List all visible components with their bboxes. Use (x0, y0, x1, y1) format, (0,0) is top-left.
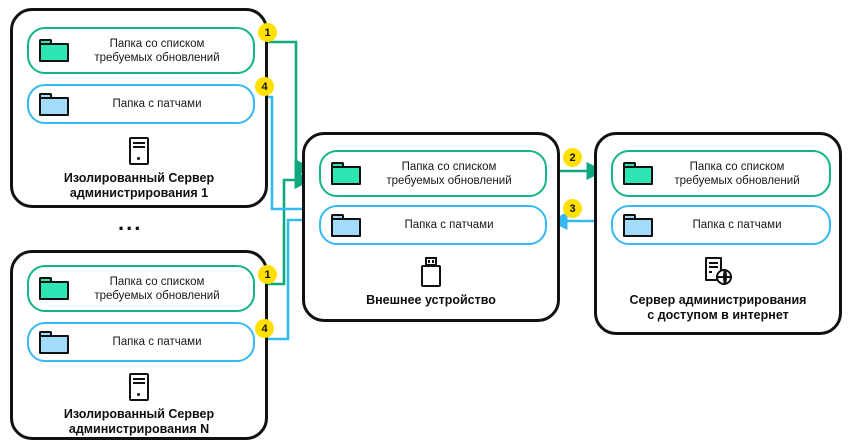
step-badge-3: 3 (563, 199, 582, 218)
folder-icon-blue (331, 213, 361, 237)
pill-updates-list-internet-server[interactable]: Папка со списком требуемых обновлений (611, 150, 831, 197)
server-icon (129, 137, 149, 165)
pill-label: Папка с патчами (112, 98, 202, 110)
step-badge-4-top: 4 (255, 77, 274, 96)
server-globe-icon-wrap (597, 257, 839, 287)
folder-icon-teal (39, 277, 69, 300)
pill-label: Папка со списком требуемых обновлений (94, 275, 220, 302)
pill-label: Папка с патчами (404, 219, 494, 231)
step-badge-4-bottom: 4 (255, 319, 274, 338)
step-badge-1-top: 1 (258, 23, 277, 42)
server-icon-wrap (13, 137, 265, 165)
node-internet-server[interactable]: Папка со списком требуемых обновлений Па… (594, 132, 842, 335)
pill-patches-external-device[interactable]: Папка с патчами (319, 205, 547, 245)
pill-patches-isolated-1[interactable]: Папка с патчами (27, 84, 255, 124)
pill-updates-list-external-device[interactable]: Папка со списком требуемых обновлений (319, 150, 547, 197)
pill-updates-list-isolated-1[interactable]: Папка со списком требуемых обновлений (27, 27, 255, 74)
step-badge-1-bottom: 1 (258, 265, 277, 284)
server-globe-icon (703, 257, 733, 287)
node-caption: Изолированный Сервер администрирования 1 (63, 171, 215, 200)
pill-label: Папка со списком требуемых обновлений (94, 37, 220, 64)
folder-icon-teal (623, 162, 653, 185)
node-caption: Изолированный Сервер администрирования N (63, 407, 215, 436)
folder-icon-blue (39, 330, 69, 354)
server-icon-wrap (13, 373, 265, 401)
node-external-device[interactable]: Папка со списком требуемых обновлений Па… (302, 132, 560, 322)
pill-label: Папка с патчами (692, 219, 782, 231)
folder-icon-blue (623, 213, 653, 237)
pill-label: Папка со списком требуемых обновлений (386, 160, 512, 187)
node-isolated-server-1[interactable]: Папка со списком требуемых обновлений Па… (10, 8, 268, 208)
pill-updates-list-isolated-n[interactable]: Папка со списком требуемых обновлений (27, 265, 255, 312)
usb-drive-icon (421, 257, 441, 287)
pill-patches-isolated-n[interactable]: Папка с патчами (27, 322, 255, 362)
folder-icon-teal (39, 39, 69, 62)
pill-label: Папка с патчами (112, 336, 202, 348)
pill-label: Папка со списком требуемых обновлений (674, 160, 800, 187)
node-caption: Сервер администрирования с доступом в ин… (629, 293, 807, 322)
server-icon (129, 373, 149, 401)
folder-icon-teal (331, 162, 361, 185)
pill-patches-internet-server[interactable]: Папка с патчами (611, 205, 831, 245)
node-isolated-server-n[interactable]: Папка со списком требуемых обновлений Па… (10, 250, 268, 440)
folder-icon-blue (39, 92, 69, 116)
usb-drive-icon-wrap (305, 257, 557, 287)
ellipsis-separator: ... (118, 210, 143, 235)
step-badge-2: 2 (563, 148, 582, 167)
node-caption: Внешнее устройство (366, 293, 496, 307)
